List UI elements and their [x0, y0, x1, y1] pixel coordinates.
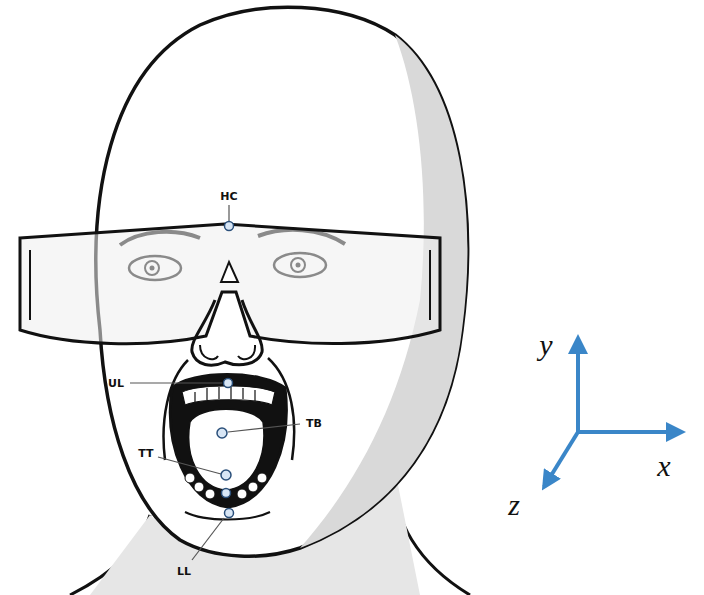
axis-label: x: [657, 451, 670, 481]
open-mouth: [170, 375, 286, 508]
sensor-coil: [217, 222, 234, 518]
axis-label: z: [508, 490, 520, 520]
glasses-side: [30, 250, 430, 320]
nostril: [200, 345, 255, 359]
sensor-label: UL: [108, 378, 124, 389]
sensor-label: HC: [220, 191, 237, 202]
axis-label: y: [539, 330, 552, 360]
sensor-label: TB: [306, 418, 322, 429]
tongue: [189, 409, 264, 490]
teeth-gap: [195, 387, 255, 403]
upper-teeth: [182, 386, 275, 405]
sensor-label: TT: [138, 448, 153, 459]
axis-arrow: [544, 338, 682, 487]
leader-line: [130, 205, 300, 560]
nose: [192, 300, 262, 365]
nose-pad: [221, 262, 238, 282]
sensor-label: LL: [177, 566, 191, 577]
safety-glasses: [20, 224, 440, 344]
